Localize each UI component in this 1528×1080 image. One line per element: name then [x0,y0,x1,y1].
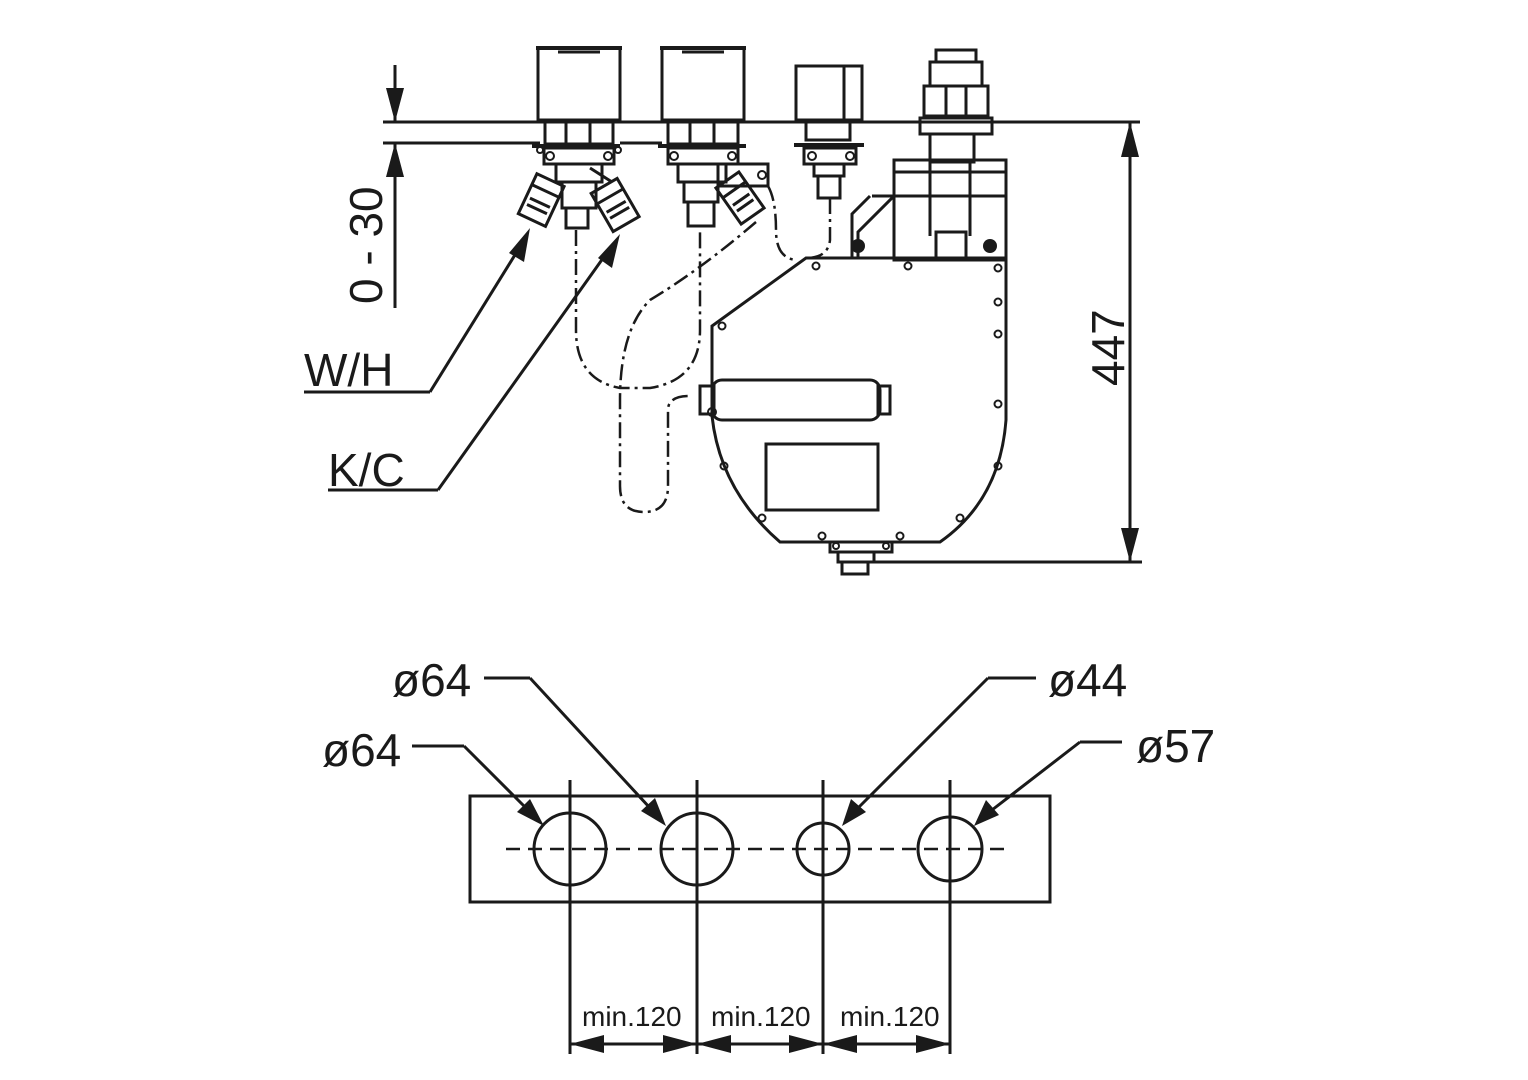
spacing-dimension [570,1035,950,1053]
hole-2-diameter-label: ø64 [392,654,471,706]
hole-1 [532,811,608,887]
hole-1-diameter-label: ø64 [322,724,401,776]
valve-body-2 [658,46,770,228]
valve-body-1 [516,46,642,234]
main-housing [698,194,1008,576]
hoses [574,185,832,514]
spacing-label-2: min.120 [711,1001,811,1032]
warm-hot-label: W/H [304,344,393,396]
hole-3 [795,821,851,877]
hole-4-diameter-label: ø57 [1136,720,1215,772]
height-dimension [870,122,1142,564]
valve-body-4 [851,48,1008,262]
cold-label: K/C [328,444,405,496]
mounting-plate [468,794,1052,904]
hole-2 [659,811,735,887]
warm-connector-leader [304,228,530,394]
height-label: 447 [1082,309,1134,386]
spacing-label-3: min.120 [840,1001,940,1032]
hole-4 [916,815,984,883]
side-view: 0 - 30 W/H K/C 447 [304,46,1142,576]
hole-leaders [412,676,1122,826]
depth-dimension [386,65,404,308]
spacing-label-1: min.120 [582,1001,682,1032]
valve-body-3 [794,64,864,200]
hole-3-diameter-label: ø44 [1048,654,1127,706]
top-view: ø64 ø64 ø44 ø57 min.120 min.120 min.120 [322,654,1215,1054]
depth-range-label: 0 - 30 [340,186,392,304]
cold-connector-leader [328,234,620,492]
